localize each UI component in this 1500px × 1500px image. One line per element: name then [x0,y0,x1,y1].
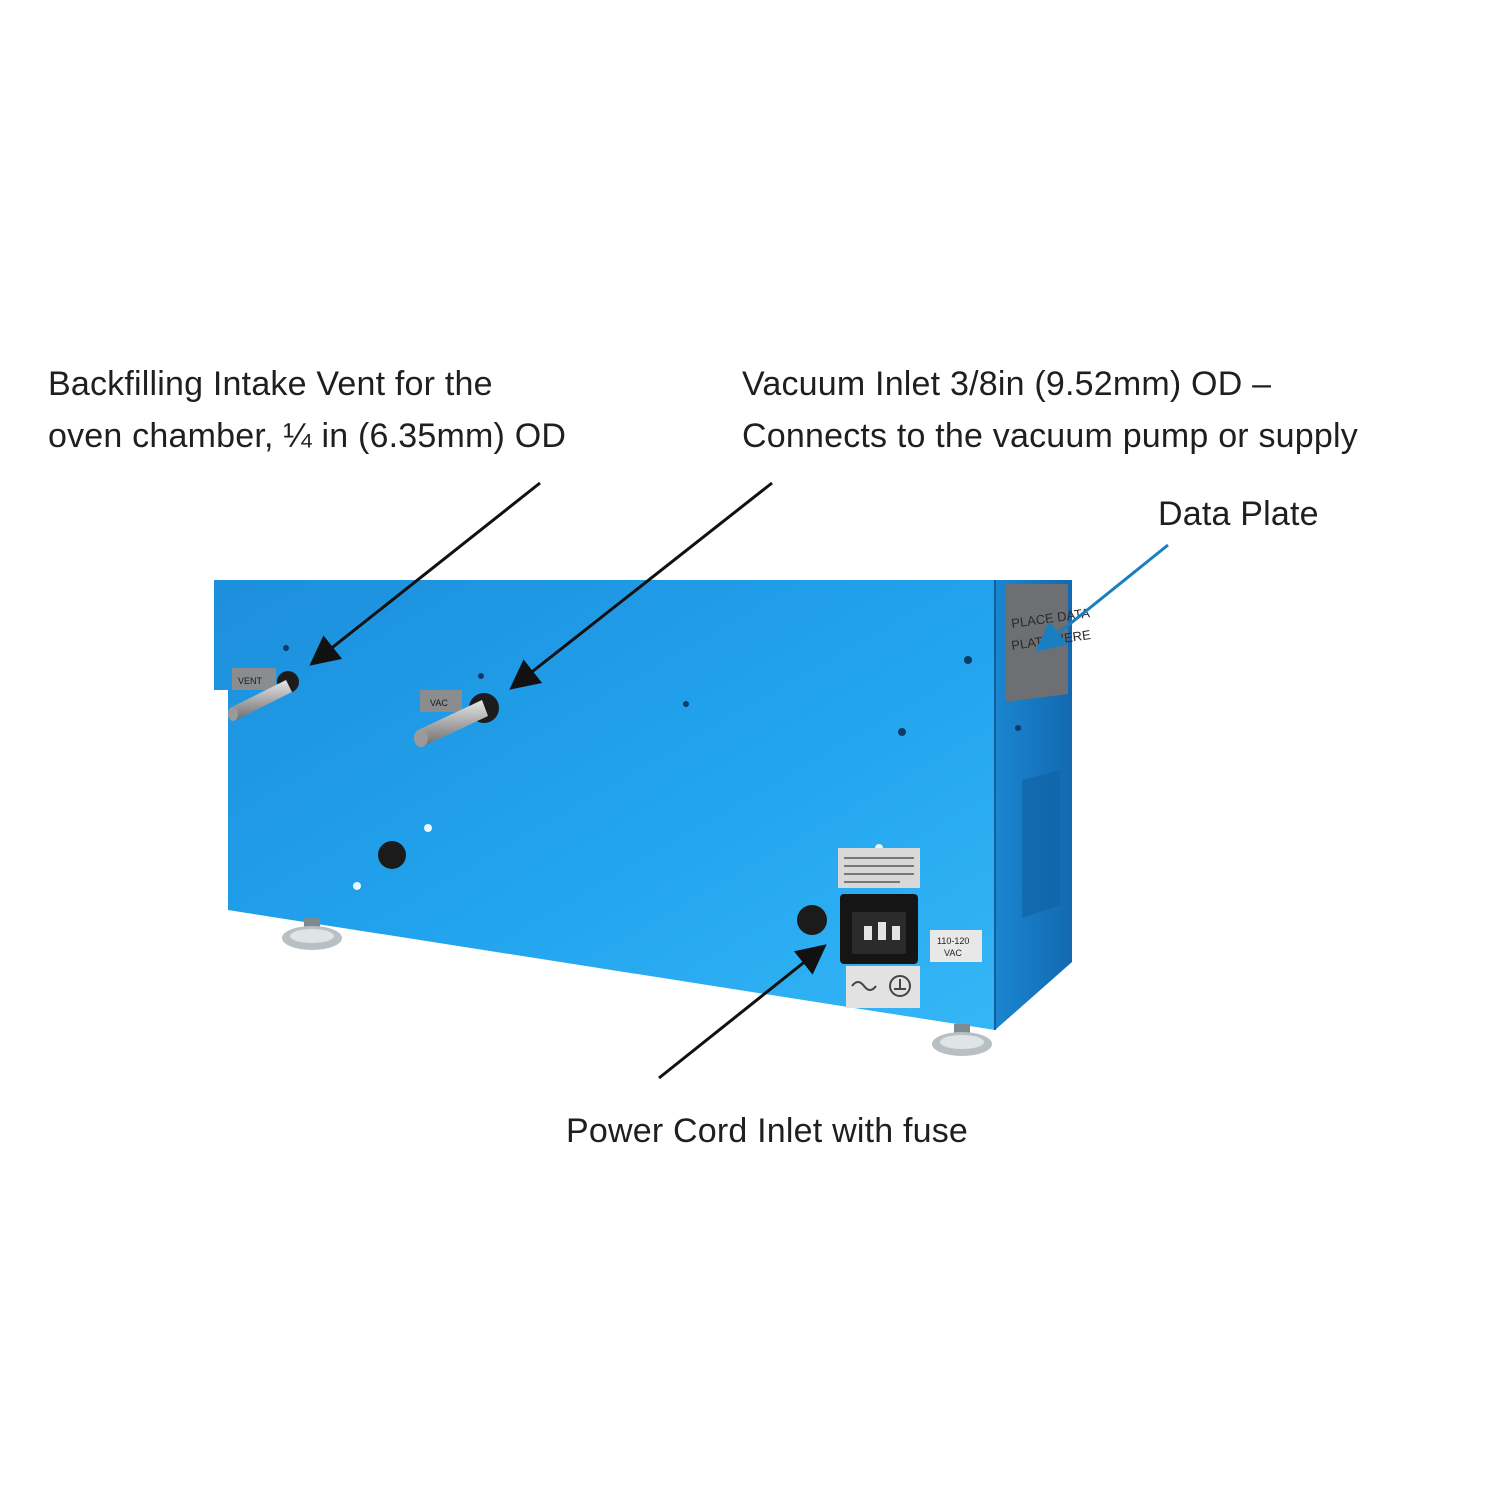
arrow-data-plate [1035,543,1169,652]
callout-power-inlet-label: Power Cord Inlet with fuse [566,1112,969,1150]
callout-backfill-vent-line2: oven chamber, ¼ in (6.35mm) OD [48,417,567,455]
voltage-tag-line2: VAC [944,948,962,958]
grommet-right [797,905,827,935]
arrow-vacuum-inlet [509,481,773,690]
arrow-backfill-vent [309,481,541,666]
vac-tag-label: VAC [430,698,448,708]
callout-vacuum-inlet-line2: Connects to the vacuum pump or supply [742,417,1358,455]
callout-data-plate: Data Plate [1158,488,1319,540]
callout-backfill-vent-line1: Backfilling Intake Vent for the [48,365,493,403]
grommet-left [378,841,406,869]
callout-power-inlet: Power Cord Inlet with fuse [566,1105,968,1157]
callout-backfill-vent: Backfilling Intake Vent for the oven cha… [48,358,566,462]
callout-vacuum-inlet-line1: Vacuum Inlet 3/8in (9.52mm) OD – [742,365,1272,403]
vacuum-fitting: VAC [414,690,499,747]
power-inlet-module: 110-120 VAC [838,848,982,1008]
callout-data-plate-label: Data Plate [1158,495,1319,533]
leveling-foot-right [932,1024,992,1056]
voltage-tag-line1: 110-120 [937,936,969,946]
arrow-power-inlet [658,944,827,1080]
vent-tag-label: VENT [238,676,263,686]
vent-fitting: VENT [228,668,299,721]
callout-vacuum-inlet: Vacuum Inlet 3/8in (9.52mm) OD – Connect… [742,358,1358,462]
leveling-foot-left [282,918,342,950]
screw-holes [283,645,1021,736]
